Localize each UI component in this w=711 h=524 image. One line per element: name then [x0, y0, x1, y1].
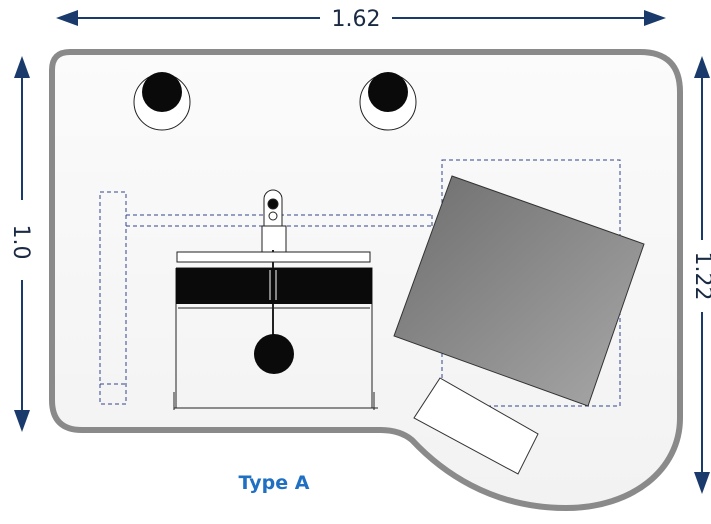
grommet-right [359, 72, 417, 131]
right-depth-label: 1.22 [690, 252, 711, 301]
type-caption: Type A [239, 472, 310, 494]
left-depth-label: 1.0 [8, 225, 33, 260]
width-label: 1.62 [332, 7, 381, 32]
width-dimension [56, 10, 666, 26]
monitor-panel [393, 175, 645, 407]
chair-base-knob [254, 334, 294, 374]
keyboard-bar [176, 251, 371, 263]
keyboard-pad [413, 377, 539, 475]
chair-seat [173, 267, 378, 410]
dashed-rail [99, 191, 433, 405]
right-depth-dimension [694, 56, 710, 494]
left-depth-dimension [14, 56, 30, 432]
grommet-left [133, 72, 191, 131]
